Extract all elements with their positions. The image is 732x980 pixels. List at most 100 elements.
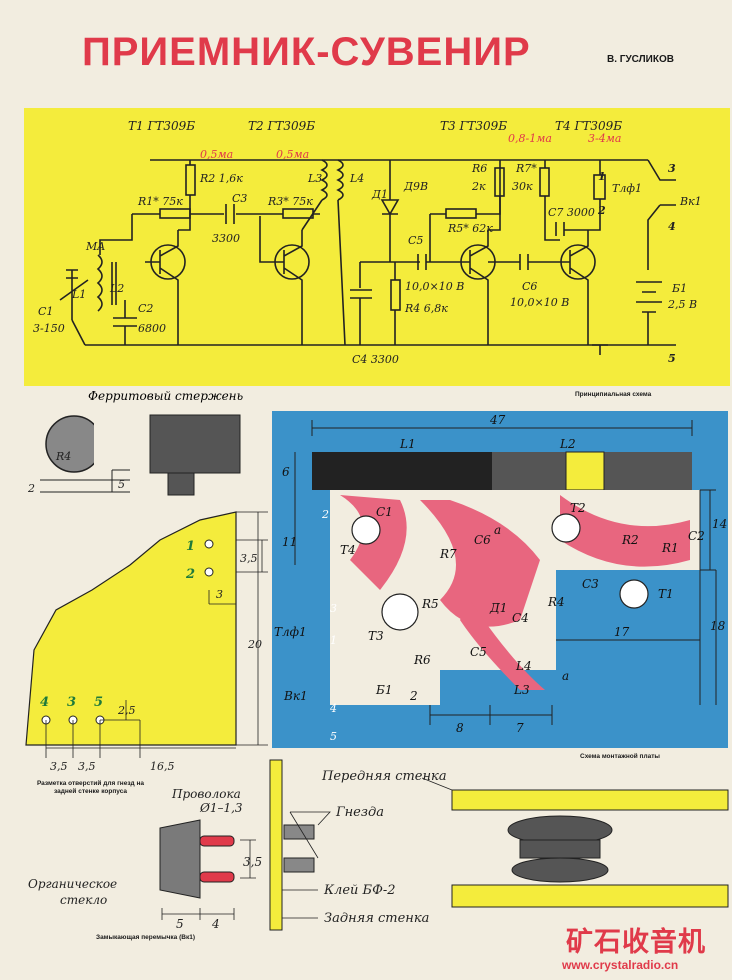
t1-label: T1 ГТ309Б <box>128 119 195 133</box>
pcb-pin-5: 5 <box>330 730 337 743</box>
current-3: 0,8-1ма <box>508 132 552 145</box>
l4-label: L4 <box>349 172 364 185</box>
tlf1-label: Тлф1 <box>612 182 642 195</box>
back-wall <box>451 884 729 908</box>
r5-label: R5* 62к <box>447 222 493 235</box>
pcb-dim-2: 2 <box>409 689 418 703</box>
front-wall <box>451 789 729 811</box>
d1-label: Д1 <box>371 188 388 201</box>
hole-5: 5 <box>94 695 103 710</box>
jumper-wire: Проволока <box>171 787 241 801</box>
ferrite-r: R4 <box>55 450 71 463</box>
pcb-l3: L3 <box>513 683 530 697</box>
earpiece-mid <box>519 839 601 859</box>
page-title: ПРИЕМНИК-СУВЕНИР <box>82 30 531 74</box>
c2-value: 6800 <box>138 322 166 335</box>
ferrite-rod <box>149 414 241 474</box>
pcb-dim-47: 47 <box>489 413 506 427</box>
pcb-caption: Схема монтажной платы <box>580 753 660 760</box>
d1-value: Д9В <box>403 180 428 193</box>
t4-label: T4 ГТ309Б <box>555 119 622 133</box>
ferrite-d5: 5 <box>118 478 125 491</box>
jumper-d4: 4 <box>211 917 220 931</box>
current-2: 0,5ма <box>276 148 309 161</box>
pcb-t2-label: T2 <box>570 501 586 515</box>
pin-4: 4 <box>668 220 676 233</box>
pcb-t1-label: T1 <box>658 587 674 601</box>
pcb-dim-6: 6 <box>282 465 290 479</box>
pcb-t1 <box>619 579 649 609</box>
pcb-c1: C1 <box>376 505 393 519</box>
c5-value: 10,0×10 В <box>405 280 464 293</box>
housing-front: Передняя стенка <box>321 769 447 784</box>
vk1-label: Вк1 <box>679 195 702 208</box>
c3-label: C3 <box>232 192 247 205</box>
dim-3: 3 <box>216 588 223 601</box>
pin-5: 5 <box>668 352 676 365</box>
pin-2: 2 <box>597 204 606 217</box>
ferrite-coil-l1 <box>312 452 492 490</box>
c1-value: 3-150 <box>33 322 65 335</box>
c1-label: C1 <box>38 305 53 318</box>
dim-20: 20 <box>247 638 262 651</box>
pin-3: 3 <box>668 162 676 175</box>
r2-label: R2 1,6к <box>199 172 243 185</box>
pcb-c2: C2 <box>688 529 705 543</box>
author: В. ГУСЛИКОВ <box>607 54 674 65</box>
jumper-pin-bottom <box>199 871 235 883</box>
dim-35-b: 3,5 <box>78 760 96 773</box>
ferrite-d2: 2 <box>27 482 35 495</box>
jumper-glass-2: стекло <box>60 893 107 907</box>
pcb-r1: R1 <box>661 541 679 555</box>
l2-label: L2 <box>109 282 124 295</box>
b1-label: Б1 <box>671 282 687 295</box>
jumper-body <box>159 819 201 899</box>
housing-glue: Клей БФ-2 <box>323 883 396 898</box>
watermark-url: www.crystalradio.cn <box>562 958 679 972</box>
r6-label: R6 <box>471 162 487 175</box>
pcb-dim-17: 17 <box>614 625 630 639</box>
pcb-c6: C6 <box>474 533 491 547</box>
pcb-d1: Д1 <box>489 601 507 615</box>
pcb-dim-8: 8 <box>456 721 464 735</box>
l3-label: L3 <box>307 172 322 185</box>
pcb-l1: L1 <box>399 437 416 451</box>
c3-value: 3300 <box>212 232 240 245</box>
hole-2: 2 <box>185 567 195 582</box>
housing-back: Задняя стенка <box>324 911 429 926</box>
pcb-dim-14: 14 <box>712 517 727 531</box>
c2-label: C2 <box>138 302 153 315</box>
dim-165: 16,5 <box>150 760 175 773</box>
hole-1: 1 <box>186 539 195 554</box>
pcb-c4: C4 <box>512 611 529 625</box>
pcb-r2: R2 <box>621 533 639 547</box>
pcb-r4: R4 <box>547 595 565 609</box>
l1-label: L1 <box>71 288 86 301</box>
c6-label: C6 <box>522 280 537 293</box>
r1-label: R1* 75к <box>137 195 183 208</box>
c6-value: 10,0×10 В <box>510 296 569 309</box>
dim-35-top: 3,5 <box>240 552 258 565</box>
pcb-t3 <box>381 593 419 631</box>
pcb-l2: L2 <box>559 437 576 451</box>
pcb-t4 <box>351 515 381 545</box>
hole-4: 4 <box>40 695 49 710</box>
pcb-dim-18: 18 <box>710 619 726 633</box>
c7-label: C7 3000 <box>548 206 595 219</box>
marking-caption: Разметка отверстий для гнезд на задней с… <box>36 780 145 795</box>
pcb-t2 <box>551 513 581 543</box>
jumper-d35: 3,5 <box>243 855 262 869</box>
jumper-pin-top <box>199 835 235 847</box>
pcb-a-1: a <box>494 523 501 537</box>
t2-label: T2 ГТ309Б <box>248 119 315 133</box>
pcb-pin-3: 3 <box>330 602 337 615</box>
ferrite-title: Ферритовый стержень <box>88 389 243 403</box>
pcb-tlf1: Тлф1 <box>274 625 307 639</box>
dim-25: 2,5 <box>117 704 136 717</box>
jumper-caption: Замыкающая перемычка (Вк1) <box>96 934 195 941</box>
c5-label: C5 <box>408 234 423 247</box>
